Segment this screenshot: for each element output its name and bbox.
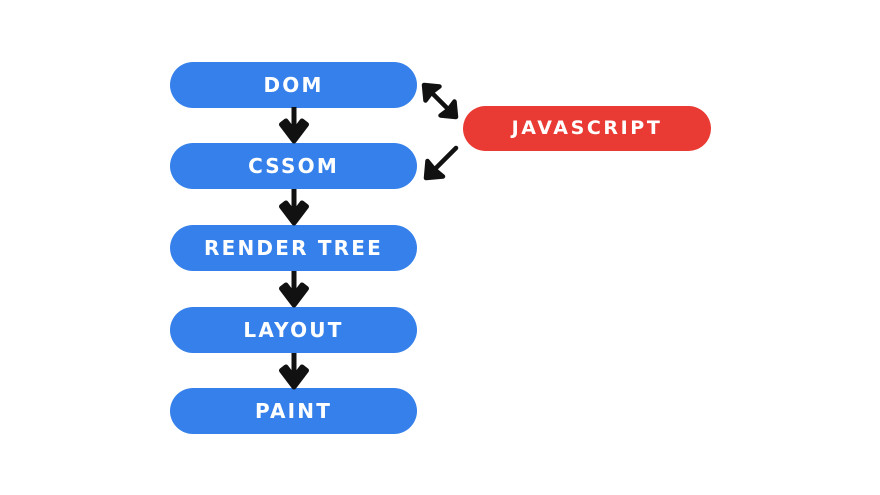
node-paint-label: PAINT bbox=[254, 399, 333, 423]
arrow-bidirectional-diagonal-icon-dom-javascript bbox=[421, 82, 459, 120]
arrow-down-icon-cssom-to-render-tree bbox=[278, 189, 310, 226]
node-render-tree[interactable]: RENDER TREE bbox=[170, 225, 417, 271]
node-javascript[interactable]: JAVASCRIPT bbox=[463, 106, 711, 151]
node-cssom-label: CSSOM bbox=[248, 154, 339, 178]
arrow-down-icon-layout-to-paint bbox=[278, 353, 310, 390]
node-dom-label: DOM bbox=[263, 73, 324, 97]
arrow-down-left-icon-javascript-to-cssom bbox=[423, 145, 459, 181]
node-dom[interactable]: DOM bbox=[170, 62, 417, 108]
arrow-down-icon-render-tree-to-layout bbox=[278, 271, 310, 308]
node-render-tree-label: RENDER TREE bbox=[204, 236, 383, 260]
node-layout[interactable]: LAYOUT bbox=[170, 307, 417, 353]
node-javascript-label: JAVASCRIPT bbox=[511, 117, 663, 139]
node-layout-label: LAYOUT bbox=[243, 318, 344, 342]
node-paint[interactable]: PAINT bbox=[170, 388, 417, 434]
node-cssom[interactable]: CSSOM bbox=[170, 143, 417, 189]
arrow-down-icon-dom-to-cssom bbox=[278, 107, 310, 144]
